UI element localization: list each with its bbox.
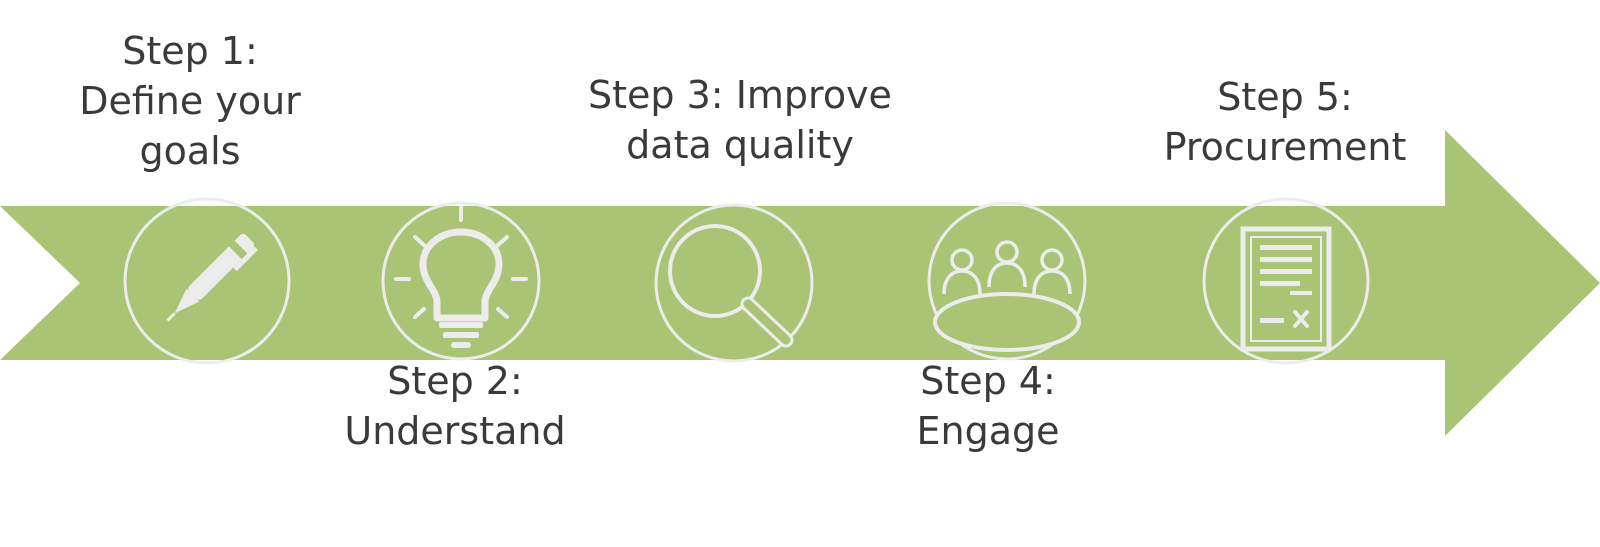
step-3-icon-ring: [654, 203, 814, 363]
step-1-label: Step 1: Define your goals: [40, 26, 340, 176]
step-3-desc: data quality: [626, 123, 854, 167]
step-1-desc-line-1: Define your: [79, 79, 301, 123]
step-1-title: Step 1:: [122, 29, 258, 73]
magnifier-icon: [668, 224, 794, 348]
step-4-icon: [927, 201, 1087, 361]
step-4-desc: Engage: [916, 409, 1060, 453]
step-5-icon-ring: [1202, 197, 1370, 365]
step-2-label: Step 2: Understand: [305, 356, 605, 456]
step-3-label: Step 3: Improve data quality: [560, 70, 920, 170]
step-5-label: Step 5: Procurement: [1110, 72, 1460, 172]
step-2-title: Step 2:: [387, 359, 523, 403]
step-5-title: Step 5:: [1217, 75, 1353, 119]
step-1-icon: [123, 197, 291, 365]
step-5-icon: [1202, 197, 1370, 365]
step-1-icon-ring: [123, 197, 291, 365]
process-arrow: [0, 130, 1600, 436]
step-2-desc: Understand: [344, 409, 566, 453]
step-5-desc: Procurement: [1163, 125, 1407, 169]
meeting-table-icon: [933, 240, 1081, 352]
contract-document-icon: [1240, 226, 1332, 352]
step-4-label: Step 4: Engage: [838, 356, 1138, 456]
lightbulb-icon: [394, 205, 528, 348]
step-2-icon: [381, 201, 541, 361]
step-3-icon: [654, 203, 814, 363]
step-3-title: Step 3: Improve: [588, 73, 892, 117]
step-4-icon-ring: [927, 201, 1087, 361]
pen-icon: [166, 233, 258, 322]
step-4-title: Step 4:: [920, 359, 1056, 403]
step-1-desc-line-2: goals: [139, 129, 241, 173]
step-2-icon-ring: [381, 201, 541, 361]
